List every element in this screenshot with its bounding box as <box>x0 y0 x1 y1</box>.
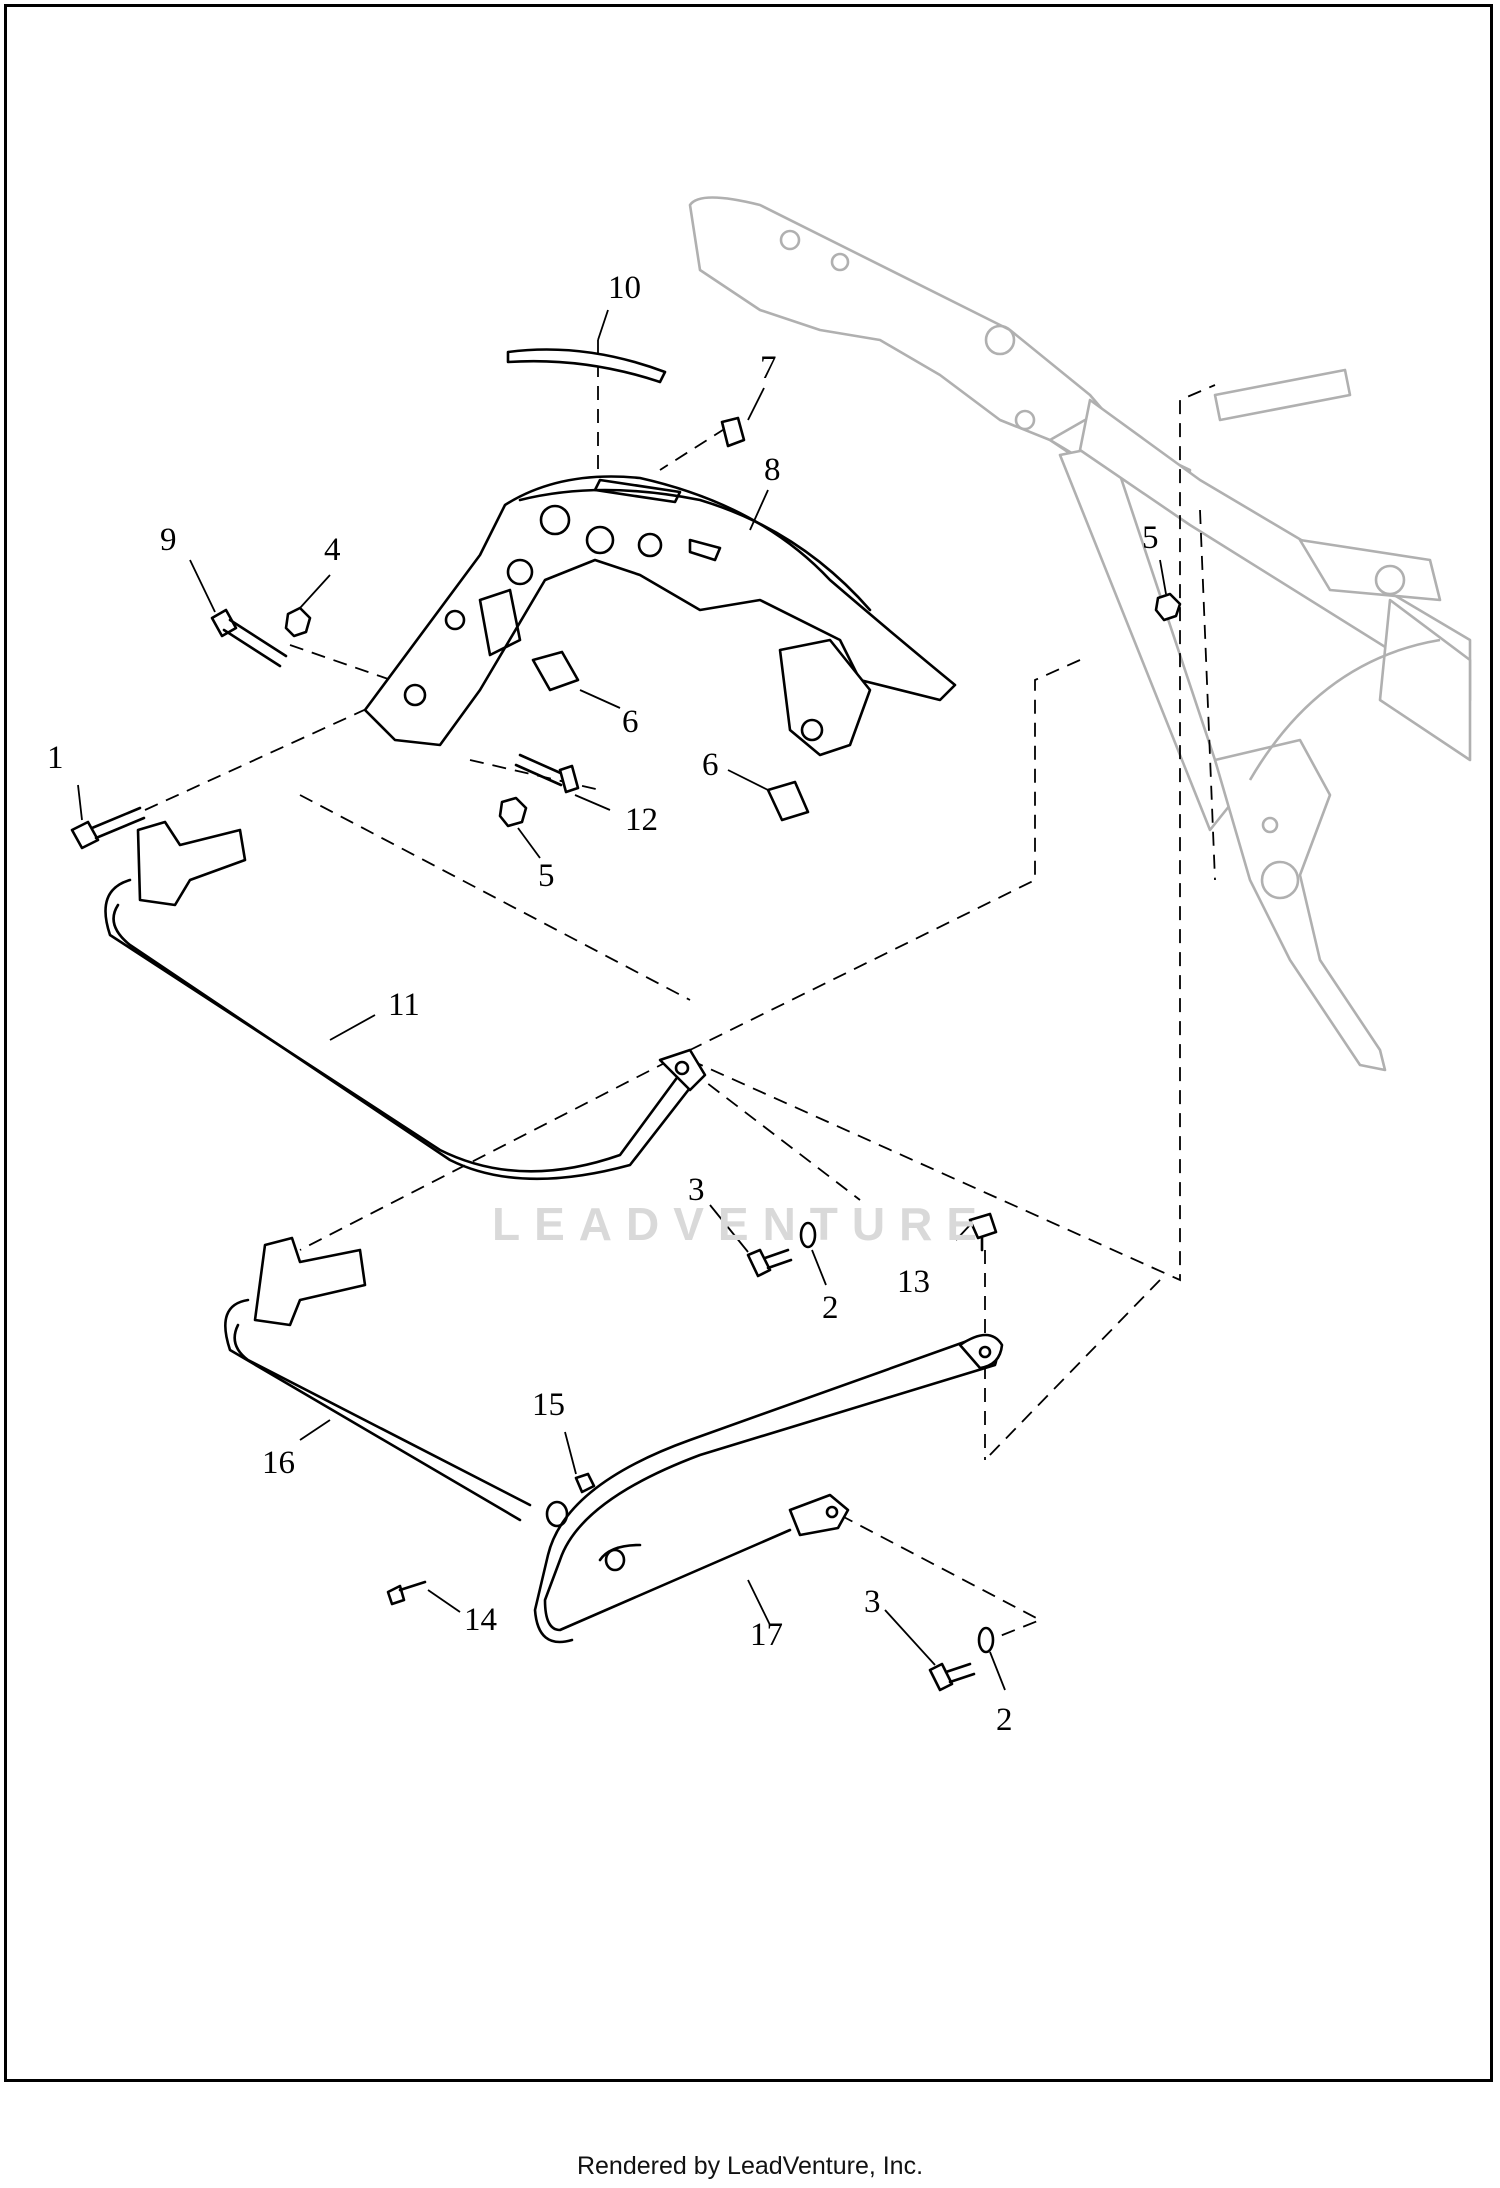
upper-rail-part <box>104 820 707 1181</box>
bolt-washer-set-upper <box>746 1221 817 1278</box>
callout-17: 17 <box>750 1617 783 1653</box>
diagram-frame <box>4 4 1493 2082</box>
leader-lines <box>77 309 1167 1691</box>
fender-support-part <box>363 475 957 757</box>
callout-3a: 3 <box>688 1172 705 1208</box>
square-nut-part-2 <box>766 780 810 822</box>
callout-7: 7 <box>760 350 777 386</box>
bolt-part-12 <box>514 753 580 794</box>
callout-12: 12 <box>625 802 658 838</box>
watermark-text: LEADVENTURE <box>492 1198 991 1250</box>
callout-6b: 6 <box>702 747 719 783</box>
callout-5b: 5 <box>538 858 555 894</box>
callout-9: 9 <box>160 522 177 558</box>
square-nut-part-1 <box>531 650 580 692</box>
side-rail-part <box>533 1333 1004 1644</box>
callout-14: 14 <box>464 1602 497 1638</box>
callout-15: 15 <box>532 1387 565 1423</box>
clip-part <box>720 416 746 448</box>
lower-rail-part <box>224 1236 569 1528</box>
small-nut-part-15 <box>574 1472 596 1494</box>
callout-8: 8 <box>764 452 781 488</box>
pin-part-14 <box>386 1580 427 1606</box>
callout-3b: 3 <box>864 1584 881 1620</box>
bolt-part-1 <box>70 806 146 850</box>
callout-5a: 5 <box>1142 520 1159 556</box>
long-bolt-part <box>210 608 288 668</box>
ghost-frame <box>688 196 1472 1072</box>
hex-nut-part-4 <box>284 606 312 638</box>
hex-nut-part-5b <box>498 796 528 828</box>
callout-4: 4 <box>324 532 341 568</box>
bolt-washer-set-lower <box>928 1626 995 1692</box>
hex-nut-part-5a <box>1154 592 1182 622</box>
callout-labels: 1 2 2 3 3 4 5 5 6 6 7 8 9 10 11 12 13 14… <box>47 270 1159 1738</box>
callout-2a: 2 <box>822 1290 839 1326</box>
footer-credit: Rendered by LeadVenture, Inc. <box>576 2152 924 2180</box>
callout-2b: 2 <box>996 1702 1013 1738</box>
callout-11: 11 <box>388 987 420 1023</box>
callout-16: 16 <box>262 1445 295 1481</box>
callout-6a: 6 <box>622 704 639 740</box>
callout-1: 1 <box>47 740 64 776</box>
seal-strip-part <box>506 348 667 384</box>
screw-part-13 <box>968 1212 998 1252</box>
callout-10: 10 <box>608 270 641 306</box>
callout-13: 13 <box>897 1264 930 1300</box>
